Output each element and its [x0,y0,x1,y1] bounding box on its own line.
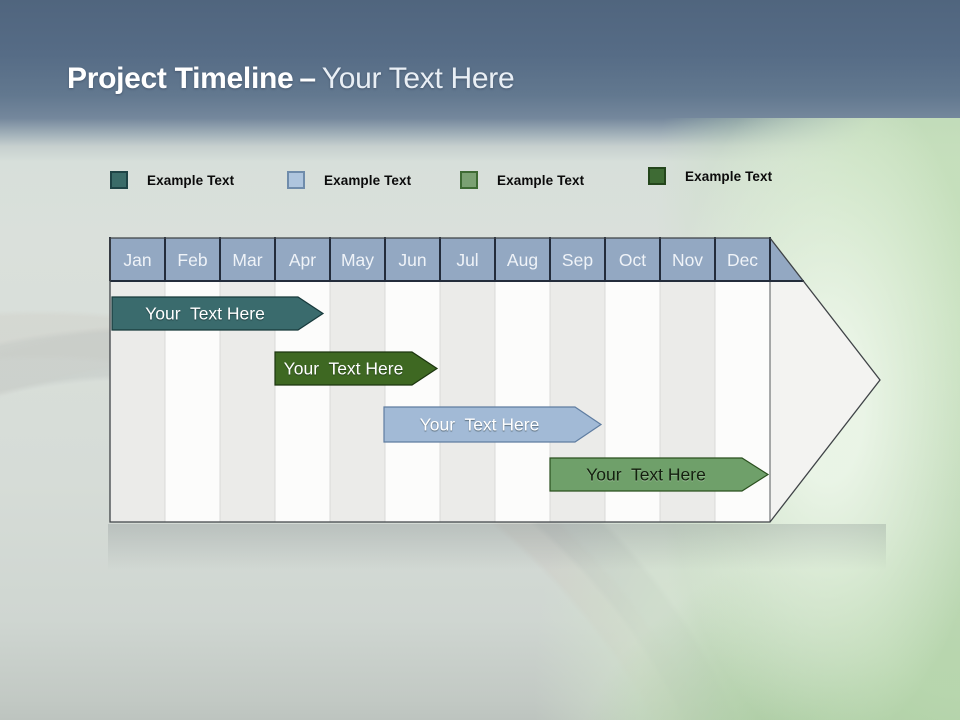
timeline-bar-label: Your Text Here [284,359,404,379]
column-stripe [330,281,385,522]
month-label: Dec [727,250,758,270]
slide-title: Project Timeline–Your Text Here [67,62,515,96]
month-label: Apr [289,250,316,270]
month-label: Sep [562,250,593,270]
month-label: Feb [177,250,207,270]
timeline-bar-label: Your Text Here [420,415,540,435]
month-label: Oct [619,250,646,270]
table-reflection [108,524,886,570]
timeline-bar-label: Your Text Here [586,465,706,485]
timeline-bar [549,457,770,492]
month-label: Nov [672,250,703,270]
timeline-bar [111,296,325,331]
slide-title-dash: – [299,62,316,95]
timeline-arrow-outline [109,237,881,523]
month-label: Jul [456,250,478,270]
timeline-bar [383,406,603,443]
column-stripe [440,281,495,522]
month-header-separators [109,237,771,281]
timeline-bar [274,351,439,386]
month-labels: Jan Feb Mar Apr May Jun Jul Aug Sep Oct Nov Dec [123,250,758,270]
month-label: Aug [507,250,538,270]
month-label: Jun [398,250,426,270]
month-label: Mar [232,250,262,270]
month-label: May [341,250,374,270]
slide-title-subtitle: Your Text Here [321,62,515,95]
timeline-bar-label: Your Text Here [145,304,265,324]
month-label: Jan [123,250,151,270]
slide-title-bold: Project Timeline [67,62,294,95]
